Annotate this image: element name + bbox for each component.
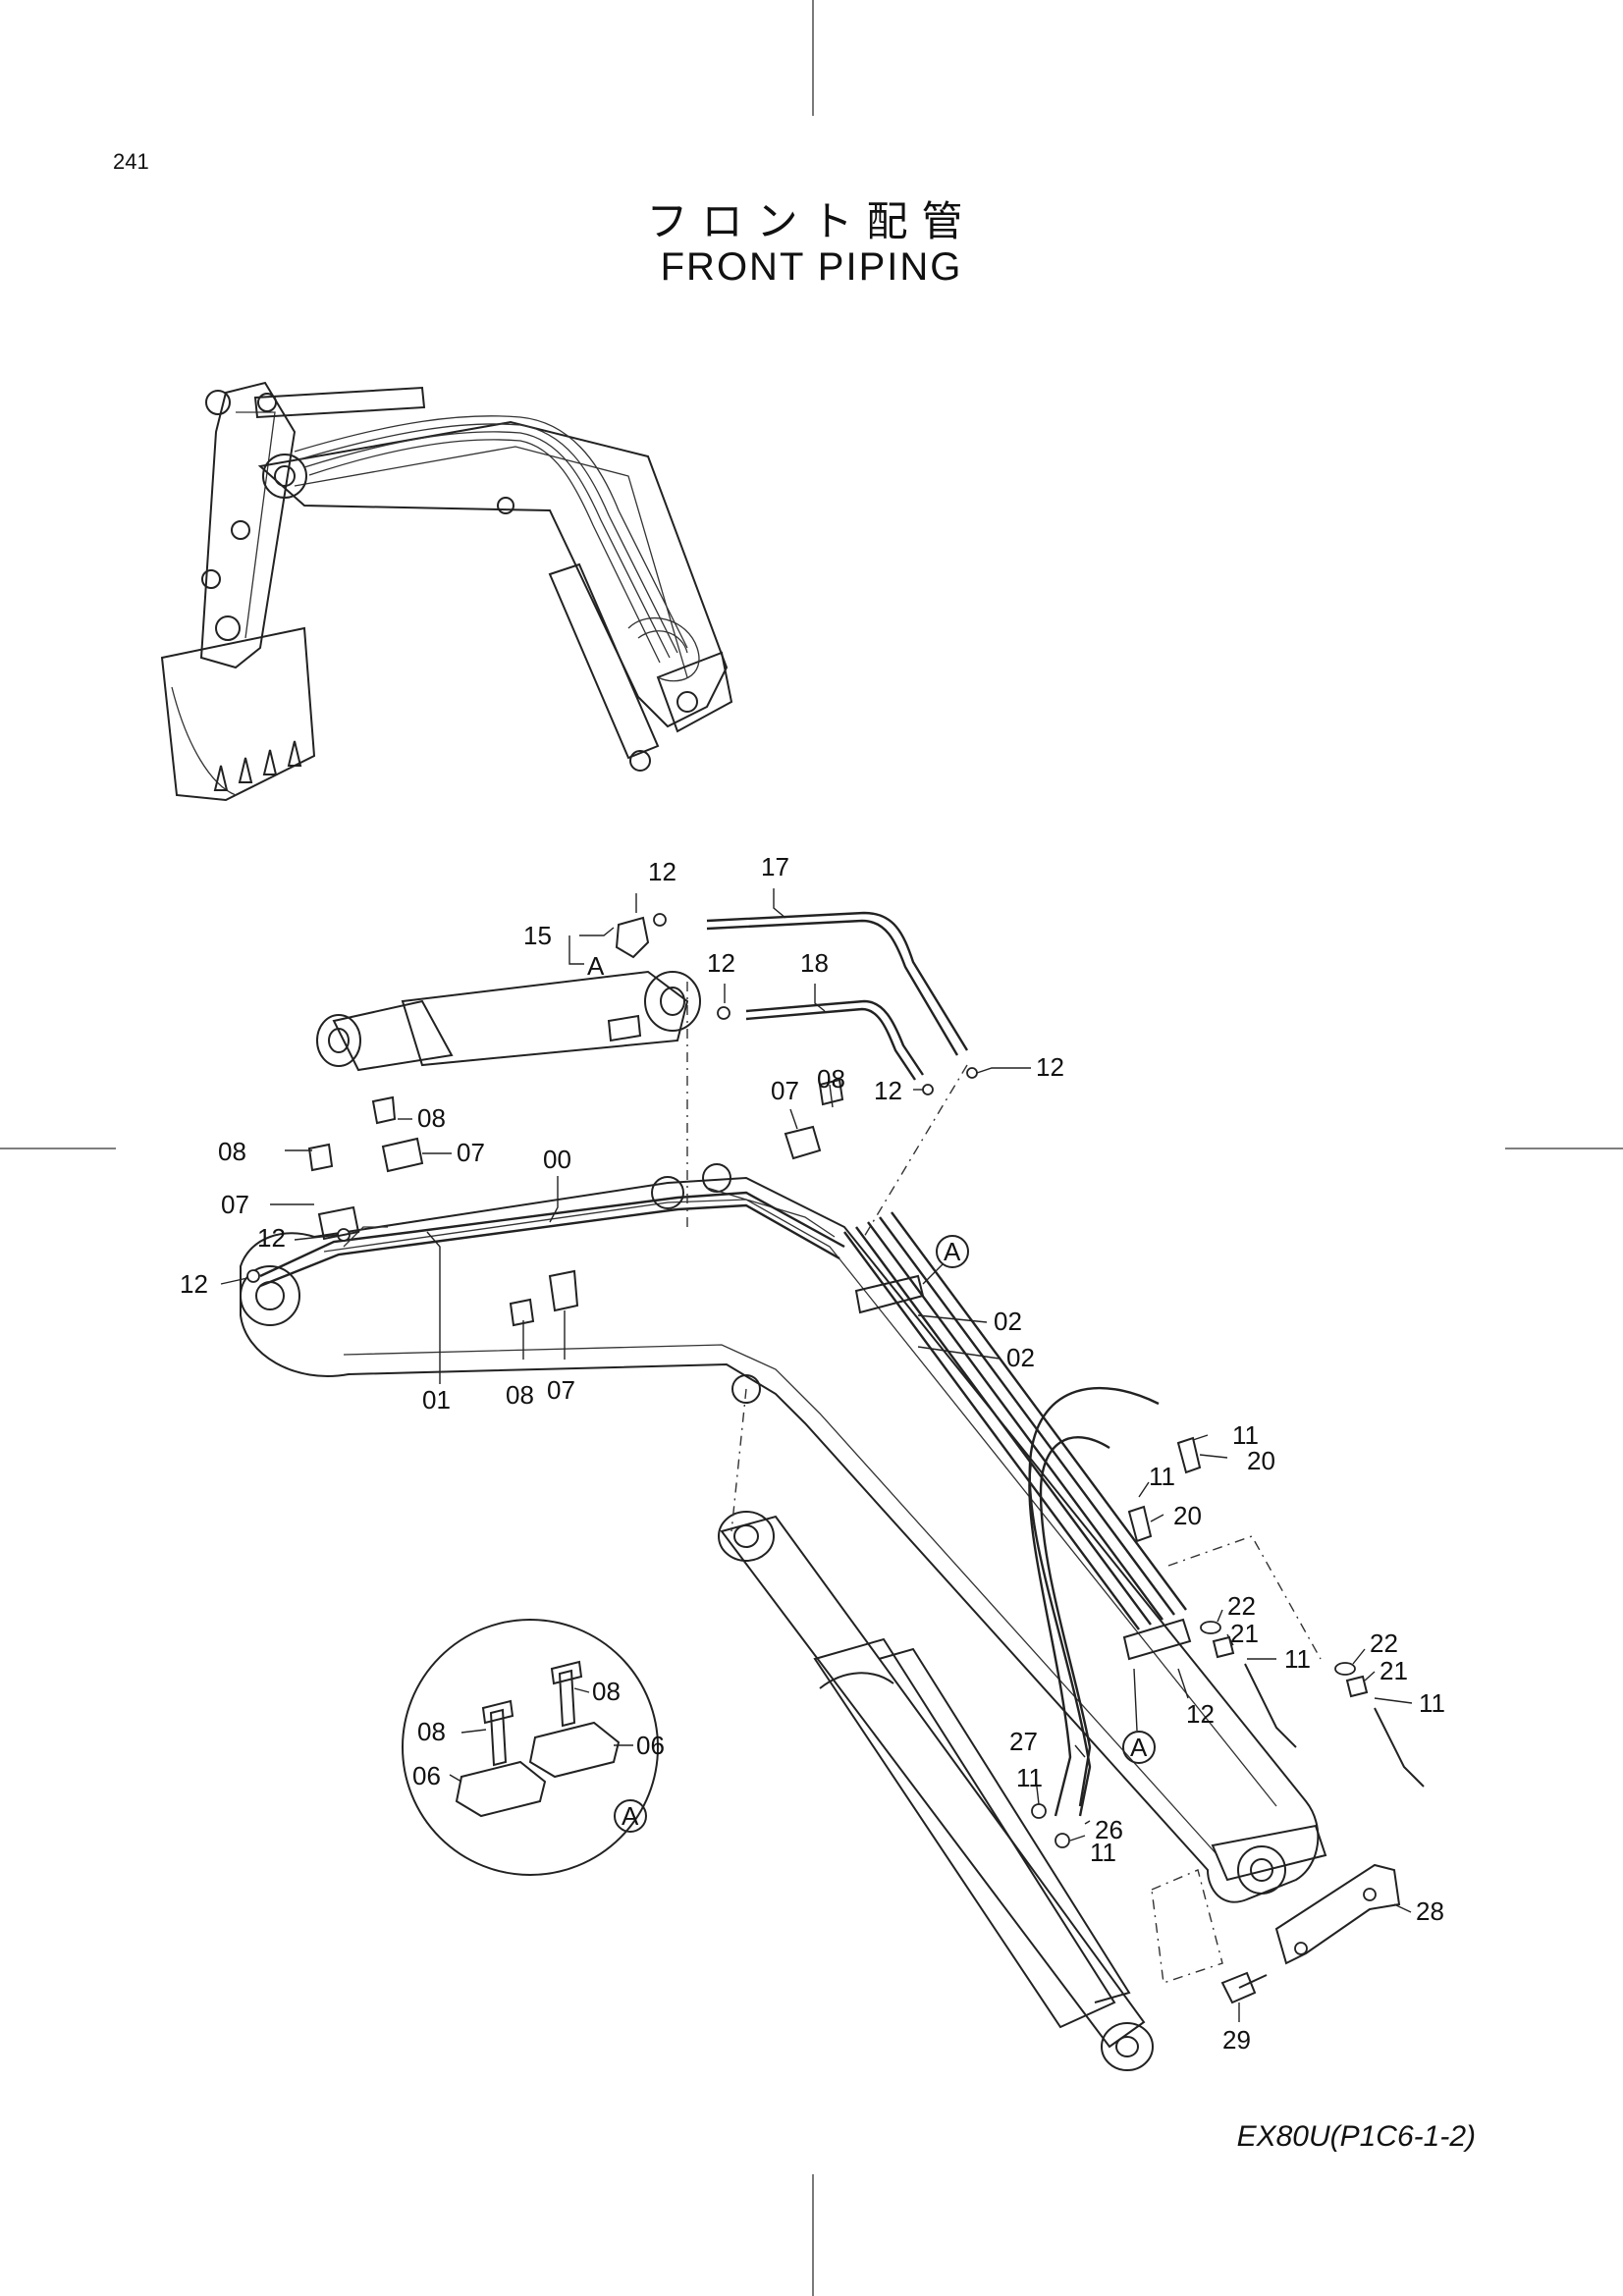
- boom-illustration: [240, 1163, 1327, 1903]
- excavator-overview-illustration: [160, 381, 733, 802]
- callout-21: 21: [1230, 1619, 1259, 1648]
- callout-29: 29: [1222, 2025, 1251, 2055]
- section-marker-a-1: A: [922, 1235, 969, 1285]
- section-marker-a-1-label: A: [944, 1237, 961, 1266]
- callout-15: 15: [523, 921, 552, 950]
- callout-27: 27: [1009, 1727, 1038, 1756]
- callout-12: 12: [707, 948, 735, 978]
- callout-08: 08: [417, 1717, 446, 1746]
- callout-01: 01: [422, 1385, 451, 1415]
- callout-12: 12: [648, 857, 676, 886]
- callout-17: 17: [761, 852, 789, 881]
- callout-12: 12: [874, 1076, 902, 1105]
- boom-cylinder-illustration: [718, 1511, 1154, 2071]
- detail-a-inset: [402, 1619, 659, 1876]
- callout-12: 12: [1186, 1699, 1215, 1729]
- callout-08: 08: [417, 1103, 446, 1133]
- page-number: 241: [113, 149, 149, 174]
- callout-07: 07: [771, 1076, 799, 1105]
- part-callouts: 12 17 15 12 18 12 12 07 08 08 07 08 00 0…: [180, 852, 1445, 2055]
- section-marker-a-4-label: A: [587, 951, 605, 981]
- callout-11: 11: [1232, 1420, 1259, 1450]
- page-title-english: FRONT PIPING: [660, 245, 963, 289]
- callout-07: 07: [547, 1375, 575, 1405]
- section-marker-a-2: A: [1122, 1668, 1156, 1764]
- callout-20: 20: [1173, 1501, 1202, 1530]
- callout-06: 06: [412, 1761, 441, 1790]
- callout-12: 12: [257, 1223, 286, 1253]
- callout-28: 28: [1416, 1896, 1444, 1926]
- pipes-and-hoses: [259, 911, 1401, 2004]
- callout-08: 08: [592, 1677, 621, 1706]
- leader-lines: [220, 888, 1413, 2022]
- callout-02: 02: [1006, 1343, 1035, 1372]
- callout-06: 06: [636, 1731, 665, 1760]
- callout-07: 07: [457, 1138, 485, 1167]
- arm-cylinder-illustration: [316, 970, 701, 1072]
- page-title-japanese: フロント配管: [646, 197, 977, 245]
- callout-21: 21: [1380, 1656, 1408, 1685]
- callout-11: 11: [1090, 1838, 1116, 1867]
- callout-22: 22: [1227, 1591, 1256, 1621]
- callout-18: 18: [800, 948, 829, 978]
- callout-07: 07: [221, 1190, 249, 1219]
- callout-22: 22: [1370, 1629, 1398, 1658]
- callout-11: 11: [1149, 1462, 1175, 1491]
- callout-00: 00: [543, 1145, 571, 1174]
- fittings: [246, 913, 1425, 1848]
- callout-12: 12: [180, 1269, 208, 1299]
- callout-11: 11: [1016, 1763, 1043, 1792]
- callout-26: 26: [1095, 1815, 1123, 1844]
- callout-08: 08: [506, 1380, 534, 1410]
- callout-11: 11: [1284, 1644, 1311, 1674]
- callout-12: 12: [1036, 1052, 1064, 1082]
- callout-11: 11: [1419, 1688, 1445, 1718]
- callout-02: 02: [994, 1307, 1022, 1336]
- callout-08: 08: [817, 1064, 845, 1094]
- model-code: EX80U(P1C6-1-2): [1236, 2120, 1476, 2153]
- callout-20: 20: [1247, 1446, 1275, 1475]
- reference-lines: [686, 982, 1322, 1984]
- section-marker-a-2-label: A: [1130, 1733, 1148, 1762]
- section-marker-a-3-label: A: [622, 1801, 639, 1831]
- callout-08: 08: [218, 1137, 246, 1166]
- section-marker-a-3: A: [614, 1799, 647, 1833]
